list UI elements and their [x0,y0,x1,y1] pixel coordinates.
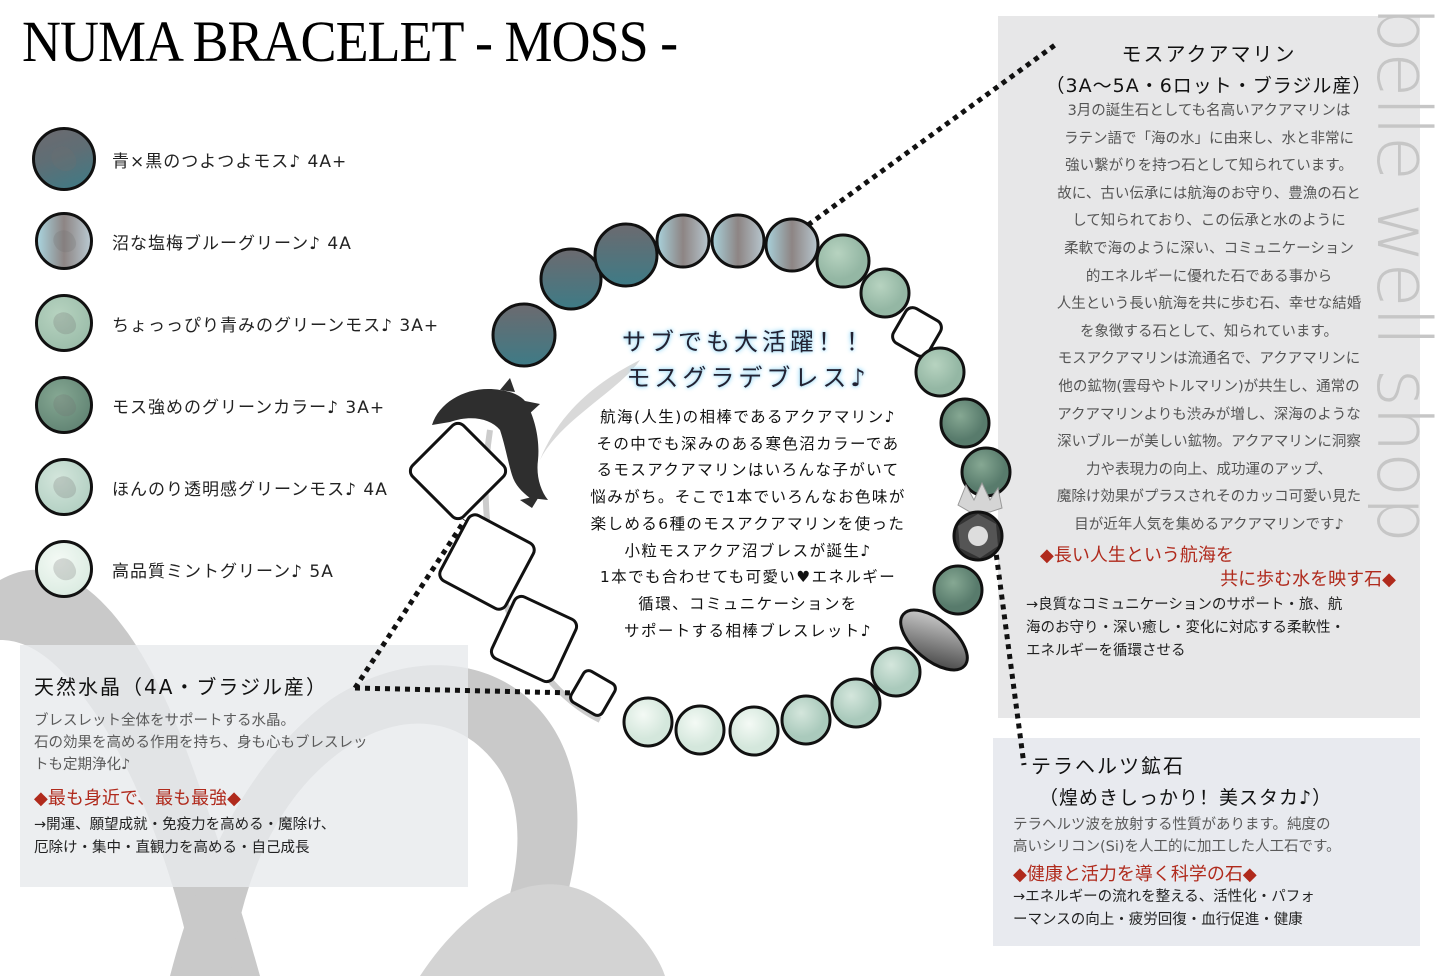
moss-desc-line: 的エネルギーに優れた石である事から [1085,268,1333,285]
stone-legend-item: ほんのり透明感グリーンモス♪ 4A [32,446,472,528]
moss-desc-line: を象徴する石として、知られています。 [1080,323,1338,340]
crystal-effect-line: →開運、願望成就・免疫力を高める・魔除け、 [34,817,336,833]
moss-desc-line: モスアクアマリンは流通名で、アクアマリンに [1057,351,1361,368]
moss-aquamarine-info-panel: モスアクアマリン （3A〜5A・6ロット・ブラジル産） 3月の誕生石としても名高… [998,16,1420,718]
center-body: 航海(人生)の相棒であるアクアマリン♪ その中でも深みのある寒色沼カラーであ る… [548,404,948,644]
center-body-line: サポートする相棒ブレスレット♪ [624,621,872,640]
crystal-description: ブレスレット全体をサポートする水晶。 石の効果を高める作用を持ち、身も心もブレス… [34,710,450,776]
crystal-title: 天然水晶（4A・ブラジル産） [34,675,329,699]
center-body-line: 小粒モスアクア沼ブレスが誕生♪ [624,541,872,560]
bead-swatch-icon [35,212,93,270]
tera-description: テラヘルツ波を放射する性質があります。純度の 高いシリコン(Si)を人工的に加工… [1013,814,1406,858]
center-description: サブでも大活躍！！ モスグラデブレス♪ 航海(人生)の相棒であるアクアマリン♪ … [548,324,948,644]
stone-label: 青×黒のつよつよモス♪ 4A+ [112,151,348,172]
stone-legend-list: 青×黒のつよつよモス♪ 4A+ 沼な塩梅ブルーグリーン♪ 4A ちょっっぴり青み… [32,118,472,610]
crystal-desc-line: 石の効果を高める作用を持ち、身も心もブレスレッ [34,735,368,751]
crystal-info-panel: 天然水晶（4A・ブラジル産） ブレスレット全体をサポートする水晶。 石の効果を高… [20,645,468,887]
moss-effect-line: →良質なコミュニケーションのサポート・旅、航 [1026,596,1343,613]
moss-effects: →良質なコミュニケーションのサポート・旅、航 海のお守り・深い癒し・変化に対応す… [1026,594,1406,663]
bead-swatch-icon [35,540,93,598]
moss-subtitle: （3A〜5A・6ロット・ブラジル産） [1045,75,1373,97]
moss-desc-line: 柔軟で海のように深い、コミュニケーション [1064,240,1354,257]
moss-desc-line: 人生という長い航海を共に歩む石、幸せな結婚 [1056,296,1362,313]
tera-desc-line: 高いシリコン(Si)を人工的に加工した人工石です。 [1013,839,1341,855]
center-body-line: 悩みがち。そこで1本でいろんなお色味が [590,488,906,507]
tera-desc-line: テラヘルツ波を放射する性質があります。純度の [1013,817,1331,833]
tera-effect-line: ーマンスの向上・疲労回復・血行促進・健康 [1013,912,1303,928]
tera-effects: →エネルギーの流れを整える、活性化・パフォ ーマンスの向上・疲労回復・血行促進・… [1013,886,1406,932]
moss-description: 3月の誕生石としても名高いアクアマリンは ラテン語で「海の水」に由来し、水と非常… [1012,98,1406,540]
center-body-line: 楽しめる6種のモスアクアマリンを使った [590,514,906,533]
stone-legend-item: モス強めのグリーンカラー♪ 3A+ [32,364,472,446]
center-body-line: その中でも深みのある寒色沼カラーであ [596,434,900,453]
crystal-desc-line: ブレスレット全体をサポートする水晶。 [34,713,295,729]
crystal-highlight: ◆最も身近で、最も最強◆ [34,788,241,809]
brand-watermark: belle well shop [1368,0,1445,600]
watermark-text: belle well shop [1368,6,1445,543]
moss-desc-line: 力や表現力の向上、成功運のアップ、 [1085,461,1333,478]
bead-swatch-icon [35,376,93,434]
center-body-line: 循環、コミュニケーションを [638,594,858,613]
crystal-desc-line: トも定期浄化♪ [34,757,131,773]
tera-title: テラヘルツ鉱石 [1031,754,1185,778]
bead-swatch-icon [35,458,93,516]
moss-desc-line: ラテン語で「海の水」に由来し、水と非常に [1064,130,1354,147]
moss-desc-line: 故に、古い伝承には航海のお守り、豊漁の石と [1057,185,1361,202]
stone-label: 沼な塩梅ブルーグリーン♪ 4A [112,233,352,254]
moss-desc-line: 目が近年人気を集めるアクアマリンです♪ [1074,516,1344,533]
moss-effect-line: エネルギーを循環させる [1026,642,1186,659]
bead-swatch-icon [32,127,96,191]
tera-effect-line: →エネルギーの流れを整える、活性化・パフォ [1013,889,1315,905]
moss-title: モスアクアマリン [1121,42,1297,66]
moss-desc-line: 魔除け効果がプラスされそのカッコ可愛い見た [1056,489,1362,506]
moss-effect-line: 海のお守り・深い癒し・変化に対応する柔軟性・ [1026,619,1345,636]
terahertz-info-panel: テラヘルツ鉱石 （煌めきしっかり！美スタカ♪） テラヘルツ波を放射する性質があり… [993,738,1420,946]
stone-legend-item: ちょっっぴり青みのグリーンモス♪ 3A+ [32,282,472,364]
moss-desc-line: して知られており、この伝承と水のように [1072,213,1346,230]
stone-label: ちょっっぴり青みのグリーンモス♪ 3A+ [112,315,440,336]
moss-desc-line: 他の鉱物(雲母やトルマリン)が共生し、通常の [1058,378,1360,395]
catch-copy-line2: モスグラデブレス♪ [626,364,870,392]
moss-desc-line: 3月の誕生石としても名高いアクアマリンは [1067,103,1351,119]
stone-legend-item: 高品質ミントグリーン♪ 5A [32,528,472,610]
moss-highlight-line2: 共に歩む水を映す石◆ [1220,568,1396,590]
center-body-line: るモスアクアマリンはいろんな子がいて [596,461,900,480]
tera-subtitle: （煌めきしっかり！美スタカ♪） [1039,787,1333,809]
catch-copy-line1: サブでも大活躍！！ [622,328,874,356]
stone-legend-item: 沼な塩梅ブルーグリーン♪ 4A [32,200,472,282]
stone-label: モス強めのグリーンカラー♪ 3A+ [112,397,386,418]
crystal-effect-line: 厄除け・集中・直観力を高める・自己成長 [34,840,310,856]
moss-desc-line: 深いブルーが美しい鉱物。アクアマリンに洞察 [1057,434,1361,451]
bead-swatch-icon [35,294,93,352]
moss-highlight-line1: ◆長い人生という航海を [1040,544,1234,566]
moss-desc-line: アクアマリンよりも渋みが増し、深海のような [1057,406,1361,423]
stone-label: 高品質ミントグリーン♪ 5A [112,561,334,582]
stone-label: ほんのり透明感グリーンモス♪ 4A [112,479,388,500]
stone-legend-item: 青×黒のつよつよモス♪ 4A+ [32,118,472,200]
crystal-effects: →開運、願望成就・免疫力を高める・魔除け、 厄除け・集中・直観力を高める・自己成… [34,814,450,860]
center-body-line: 航海(人生)の相棒であるアクアマリン♪ [600,408,896,426]
center-body-line: 1本でも合わせても可愛い♥エネルギー [599,568,897,587]
moss-desc-line: 強い繋がりを持つ石として知られています。 [1065,158,1353,175]
page-title: NUMA BRACELET - MOSS - [22,9,678,74]
tera-highlight: ◆健康と活力を導く科学の石◆ [1013,864,1257,885]
